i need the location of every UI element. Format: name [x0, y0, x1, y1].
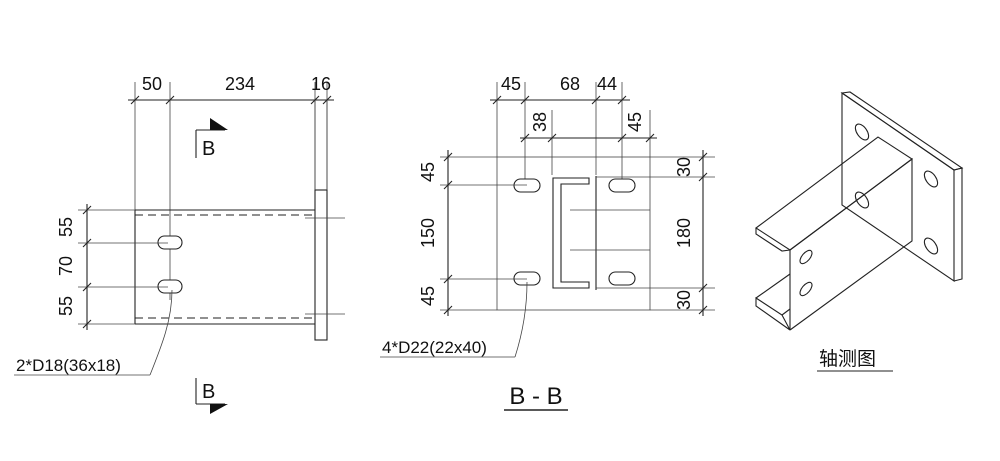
dim-bb-68: 68	[560, 74, 580, 94]
dim-bb-left-45-bottom: 45	[418, 286, 438, 306]
section-mark-letter-top: B	[202, 138, 215, 160]
isometric-title: 轴测图	[819, 348, 876, 370]
dim-bb-right-30-bottom: 30	[674, 290, 694, 310]
plate-hole	[923, 170, 939, 188]
dim-bb-45-right: 45	[625, 112, 645, 132]
dim-bb-right-30-top: 30	[674, 157, 694, 177]
elevation-view: 50 234 16 B 55	[14, 74, 345, 414]
dim-top-16: 16	[311, 74, 331, 94]
slot-hole	[157, 235, 183, 250]
plate-hole	[854, 191, 870, 209]
bolt-note-elevation: 2*D18(36x18)	[16, 356, 121, 375]
dim-bb-44: 44	[597, 74, 617, 94]
slot-hole	[608, 178, 636, 193]
dim-bb-right-180: 180	[674, 218, 694, 248]
slot-hole	[513, 178, 541, 193]
bolt-note-section: 4*D22(22x40)	[382, 338, 487, 357]
dim-left-55-bottom: 55	[56, 296, 76, 316]
dim-top-234: 234	[225, 74, 255, 94]
dim-bb-left-45-top: 45	[418, 162, 438, 182]
dim-bb-38: 38	[530, 112, 550, 132]
web-hole	[799, 281, 813, 297]
dim-bb-45: 45	[501, 74, 521, 94]
dim-bb-left-150: 150	[418, 218, 438, 248]
section-mark-bottom: B	[195, 378, 228, 414]
isometric-view: 轴测图	[755, 91, 964, 372]
dim-left-55-top: 55	[56, 217, 76, 237]
slot-hole	[608, 271, 636, 286]
section-mark-top: B	[195, 118, 228, 160]
plate-hole	[854, 123, 870, 141]
section-title: B - B	[509, 383, 562, 410]
plate-hole	[923, 237, 939, 255]
dim-top-50: 50	[142, 74, 162, 94]
section-bb-view: 45 68 44 38 45 45 150 45	[380, 74, 715, 411]
web-hole	[799, 249, 813, 265]
slot-hole	[157, 279, 183, 294]
section-mark-letter-bottom: B	[202, 381, 215, 403]
dim-left-70: 70	[56, 256, 76, 276]
